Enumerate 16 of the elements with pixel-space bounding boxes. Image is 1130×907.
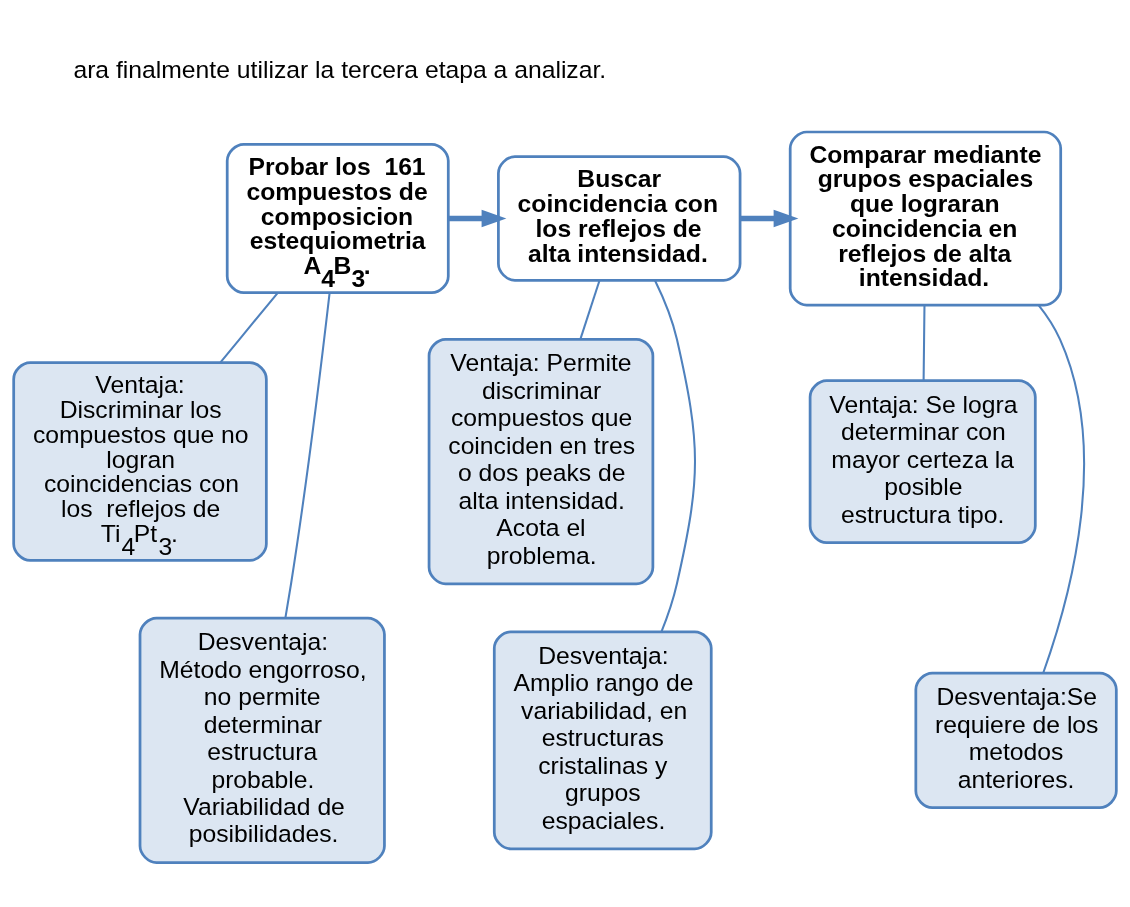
connector xyxy=(284,292,331,618)
arrow xyxy=(740,209,799,227)
node-box: Ventaja: Permite discriminar compuestos que coinciden en tres o dos peaks de alta intensidad. Acota el problema. xyxy=(427,337,655,585)
node-box: Desventaja: Amplio rango de variabilidad, en estructuras cristalinas y grupos espaciales. xyxy=(492,629,713,850)
node-box: Buscar coincidencia con los reflejos de alta intensidad. xyxy=(497,154,742,282)
node-box: Comparar mediante grupos espaciales que lograran coincidencia en reflejos de alta intensidad. xyxy=(788,130,1063,306)
connector xyxy=(579,279,601,339)
arrow xyxy=(448,209,507,227)
connector xyxy=(922,304,926,380)
node-box: Desventaja:Se requiere de los metodos anteriores. xyxy=(914,671,1118,809)
node-box: Desventaja: Método engorroso, no permite determinar estructura probable. Variabilidad de posibilidades. xyxy=(138,616,386,864)
connector xyxy=(654,279,696,632)
label: ara finalmente utilizar la tercera etapa a analizar. xyxy=(73,55,607,83)
connector xyxy=(1037,304,1086,673)
node-box: Ventaja: Se logra determinar con mayor certeza la posible estructura tipo. xyxy=(808,378,1037,544)
connector xyxy=(219,292,279,363)
